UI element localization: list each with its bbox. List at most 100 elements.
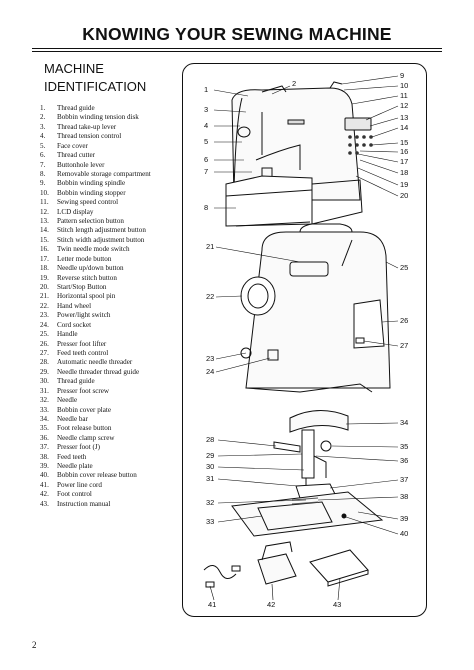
machine-front-view [225, 81, 373, 227]
callout-9: 9 [400, 71, 405, 80]
part-label: Pattern selection button [57, 217, 124, 226]
illustration-frame [182, 63, 427, 617]
part-number: 30. [40, 377, 49, 386]
part-label: Needle threader thread guide [57, 367, 140, 376]
part-number: 31. [40, 386, 49, 395]
section-heading-line1: MACHINE [44, 61, 104, 76]
callout-30: 30 [206, 462, 215, 471]
callout-40: 40 [400, 529, 409, 538]
parts-list-item: 20.Start/Stop Button [40, 283, 151, 292]
part-number: 4. [40, 132, 46, 141]
parts-list-item: 12.LCD display [40, 208, 151, 217]
part-number: 17. [40, 254, 49, 263]
callout-35: 35 [400, 442, 409, 451]
parts-list-item: 8. Removable storage compartment [40, 170, 151, 179]
part-label: Presser foot screw [57, 386, 110, 395]
part-label: Thread guide [57, 104, 95, 112]
part-label: Needle up/down button [57, 264, 124, 273]
callout-39: 39 [400, 514, 409, 523]
callout-21: 21 [206, 242, 215, 251]
callout-15: 15 [400, 138, 409, 147]
part-number: 19. [40, 273, 49, 282]
part-number: 42. [40, 490, 49, 499]
part-number: 26. [40, 339, 49, 348]
section-heading: MACHINE IDENTIFICATION [44, 60, 146, 96]
part-number: 27. [40, 348, 49, 357]
part-number: 36. [40, 433, 49, 442]
machine-rear-view [240, 223, 391, 393]
part-label: Feed teeth [57, 452, 87, 461]
parts-list-item: 22.Hand wheel [40, 302, 151, 311]
part-label: Twin needle mode switch [57, 245, 130, 254]
parts-list-item: 42.Foot control [40, 490, 151, 499]
page-title: KNOWING YOUR SEWING MACHINE [82, 24, 392, 44]
callout-3: 3 [204, 105, 209, 114]
part-label: Removable storage compartment [57, 169, 151, 178]
parts-list-item: 36.Needle clamp screw [40, 434, 151, 443]
callout-14: 14 [400, 123, 409, 132]
part-label: Letter mode button [57, 254, 112, 263]
callout-6: 6 [204, 155, 209, 164]
part-label: Thread cutter [57, 151, 96, 160]
part-label: Needle bar [57, 414, 88, 423]
parts-list-item: 35.Foot release button [40, 424, 151, 433]
part-number: 29. [40, 367, 49, 376]
callout-26: 26 [400, 316, 409, 325]
parts-list-item: 9.Bobbin winding spindle [40, 179, 151, 188]
callout-32: 32 [206, 498, 215, 507]
parts-list-item: 7.Buttonhole lever [40, 161, 151, 170]
parts-list-item: 1.Thread guide [40, 104, 151, 113]
part-number: 40. [40, 471, 49, 480]
parts-list-item: 10.Bobbin winding stopper [40, 189, 151, 198]
parts-list-item: 40. Bobbin cover release button [40, 471, 151, 480]
parts-list-item: 43. Instruction manual [40, 500, 151, 509]
part-number: 22. [40, 301, 49, 310]
callout-33: 33 [206, 517, 215, 526]
part-number: 2. [40, 113, 46, 122]
part-number: 6. [40, 151, 46, 160]
callout-11: 11 [400, 91, 408, 100]
part-label: Start/Stop Button [57, 283, 107, 292]
parts-list-item: 5.Face cover [40, 142, 151, 151]
part-label: Bobbin cover release button [57, 471, 137, 480]
parts-list-item: 26.Presser foot lifter [40, 340, 151, 349]
part-label: Instruction manual [57, 499, 111, 508]
part-label: Bobbin winding stopper [57, 188, 126, 197]
part-number: 43. [40, 499, 49, 508]
parts-list-item: 18. Needle up/down button [40, 264, 151, 273]
parts-list-item: 33. Bobbin cover plate [40, 406, 151, 415]
part-number: 37. [40, 443, 49, 452]
part-number: 13. [40, 217, 49, 226]
part-number: 12. [40, 207, 49, 216]
part-label: Bobbin cover plate [57, 405, 111, 414]
title-top-rule [32, 48, 442, 49]
part-label: Bobbin winding tension disk [57, 113, 139, 122]
parts-list-item: 24.Cord socket [40, 321, 151, 330]
part-number: 16. [40, 245, 49, 254]
part-number: 34. [40, 414, 49, 423]
callout-19: 19 [400, 180, 409, 189]
part-number: 18. [40, 264, 49, 273]
part-label: Needle [57, 396, 78, 405]
part-number: 8. [40, 169, 46, 178]
callout-38: 38 [400, 492, 409, 501]
part-number: 39. [40, 462, 49, 471]
callout-25: 25 [400, 263, 409, 272]
part-number: 24. [40, 320, 49, 329]
parts-list-item: 2. Bobbin winding tension disk [40, 113, 151, 122]
part-label: Horizontal spool pin [57, 292, 116, 301]
parts-list-item: 13. Pattern selection button [40, 217, 151, 226]
part-number: 33. [40, 405, 49, 414]
part-label: Thread tension control [57, 132, 122, 141]
parts-list-item: 28.Automatic needle threader [40, 358, 151, 367]
parts-list-item: 16. Twin needle mode switch [40, 245, 151, 254]
callout-2: 2 [292, 79, 297, 88]
part-number: 9. [40, 179, 46, 188]
parts-list-item: 17. Letter mode button [40, 255, 151, 264]
part-label: Thread guide [57, 377, 95, 386]
callout-12: 12 [400, 101, 409, 110]
callout-23: 23 [206, 354, 215, 363]
parts-list-item: 30. Thread guide [40, 377, 151, 386]
part-label: Power/light switch [57, 311, 111, 320]
